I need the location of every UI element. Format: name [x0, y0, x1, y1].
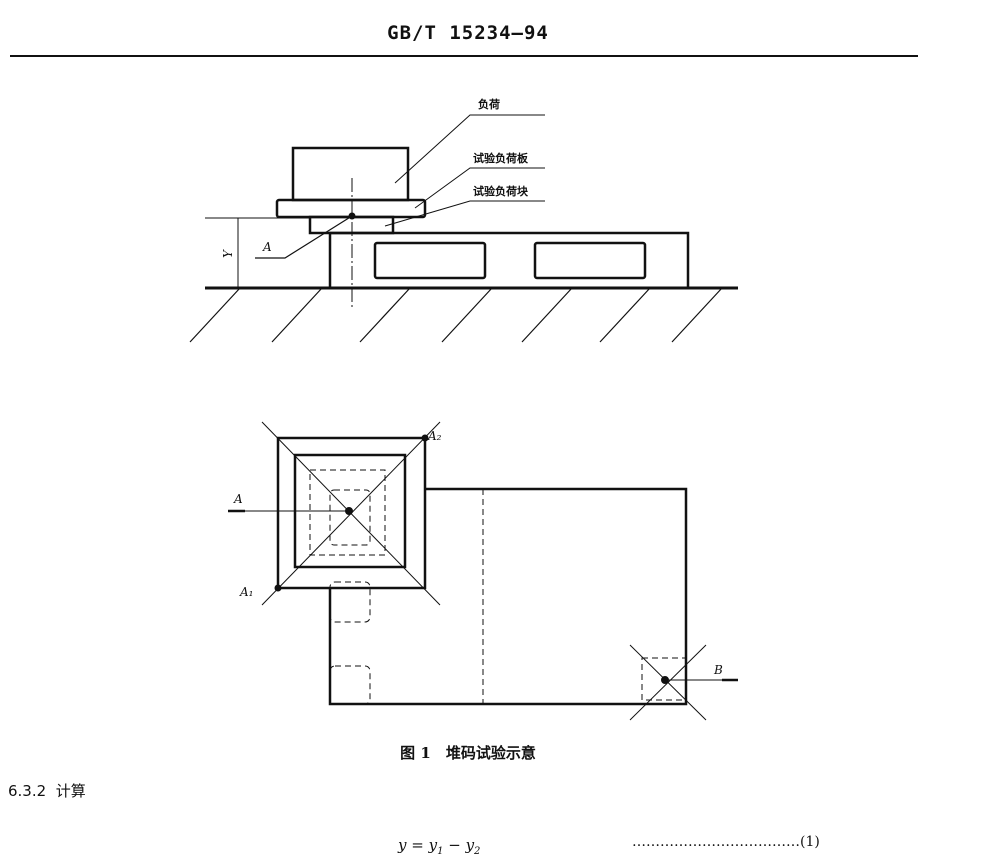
point-a1-marker — [274, 584, 282, 592]
plate-outline — [276, 436, 427, 590]
label-test-load-block: 试验负荷块 — [473, 184, 529, 198]
side-view: 负荷 试验负荷板 试验负荷块 A Y — [189, 97, 738, 343]
label-b: B — [713, 663, 723, 677]
corner-block-hidden-2 — [329, 665, 371, 705]
document-header: GB/T 15234—94 — [387, 22, 549, 44]
label-point-a: A — [262, 240, 272, 254]
leader-block — [384, 200, 545, 227]
leader-a — [255, 215, 353, 259]
point-a-marker — [345, 507, 353, 515]
ground-hatching — [189, 287, 723, 343]
label-a: A — [233, 492, 243, 506]
label-a1: A₁ — [239, 585, 253, 599]
pallet-opening-1 — [373, 241, 487, 280]
pallet-block-hidden — [329, 489, 371, 546]
point-a2-marker — [421, 434, 429, 442]
section-number: 6.3.2 — [8, 782, 47, 800]
section-title: 计算 — [55, 782, 86, 800]
label-load: 负荷 — [478, 97, 500, 111]
point-b-block-hidden — [641, 657, 687, 701]
figure-caption: 图 1 堆码试验示意 — [400, 744, 536, 762]
pallet-opening-2 — [533, 241, 647, 280]
leader-load — [394, 114, 545, 184]
label-test-load-plate: 试验负荷板 — [473, 151, 529, 165]
equation-number: ………………………………(1) — [632, 834, 820, 850]
pallet-side — [328, 231, 690, 288]
header-rule — [10, 55, 918, 57]
equation: y = y1 − y2 — [398, 836, 481, 857]
label-dimension-y: Y — [221, 249, 235, 258]
point-b-marker — [661, 676, 669, 684]
plan-view: A A₂ A₁ B — [228, 421, 738, 721]
label-a2: A₂ — [427, 429, 442, 443]
pallet-outline — [328, 487, 688, 706]
leader-plate — [414, 167, 545, 209]
section-heading: 6.3.2 计算 — [8, 780, 86, 801]
corner-block-hidden-1 — [329, 581, 371, 623]
load-box — [291, 146, 410, 202]
